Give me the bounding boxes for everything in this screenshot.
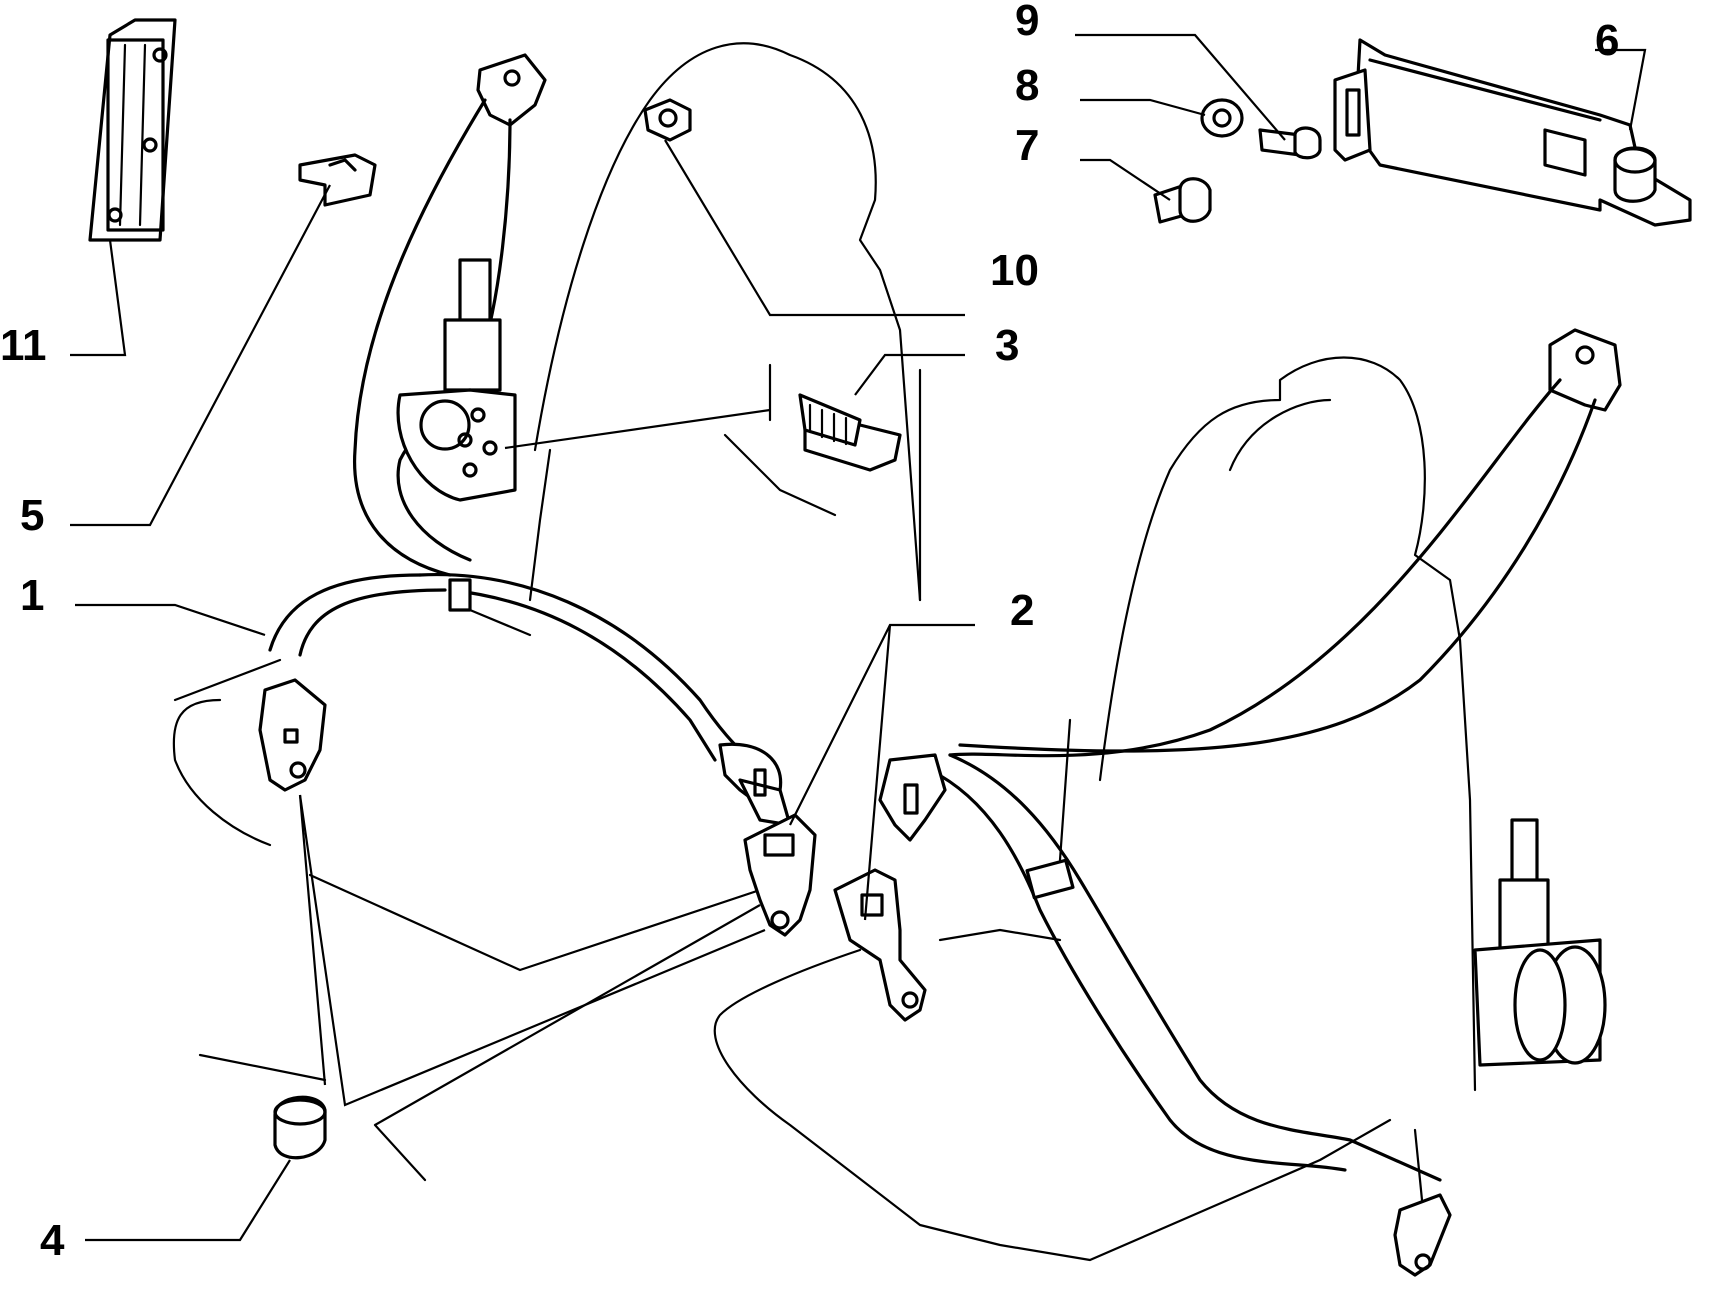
leader-11: [70, 239, 127, 357]
part-8-washer-nut: [1200, 98, 1244, 138]
leader-5: [70, 184, 331, 527]
leader-10: [664, 139, 965, 317]
callout-10: 10: [990, 246, 1039, 295]
callout-8: 8: [1015, 61, 1039, 110]
part-5-clip: [298, 153, 377, 207]
leader-8: [1080, 98, 1206, 117]
callout-2: 2: [1010, 586, 1034, 635]
callout-5: 5: [20, 491, 44, 540]
right-seat-belt: [878, 328, 1622, 1277]
callout-11: 11: [0, 321, 47, 370]
part-3-bolt: [798, 393, 902, 472]
callout-labels: 1 2 3 4 5 6 7 8 9 10 11: [0, 0, 1619, 1265]
callout-7: 7: [1015, 121, 1039, 170]
callout-4: 4: [40, 1216, 65, 1265]
leader-9: [1075, 33, 1286, 141]
leader-1b: [298, 794, 766, 1107]
leader-7: [1080, 158, 1171, 201]
leader-lines: [70, 33, 1647, 1242]
leader-3: [854, 353, 965, 396]
leader-4b: [298, 794, 327, 1086]
part-11-rail: [88, 18, 177, 242]
callout-6: 6: [1595, 16, 1619, 65]
part-9-bolt: [1258, 126, 1322, 160]
callout-3: 3: [995, 321, 1019, 370]
part-10-nut: [643, 98, 692, 142]
part-2-buckles: [743, 813, 927, 1022]
callout-1: 1: [20, 571, 44, 620]
leader-2b: [863, 624, 892, 921]
leader-4: [85, 1159, 291, 1242]
part-6-bracket: [1333, 38, 1692, 227]
leader-6: [1595, 48, 1647, 131]
leader-3b: [504, 408, 771, 450]
left-seat-outline: [172, 42, 922, 1182]
leader-1: [75, 603, 266, 637]
part-1-seat-belt-assembly: [258, 53, 792, 827]
callout-9: 9: [1015, 0, 1039, 45]
part-4-cap: [273, 1095, 327, 1160]
part-7-screw: [1153, 177, 1212, 224]
leader-1c: [374, 904, 761, 1126]
right-seat-outline: [713, 356, 1477, 1262]
